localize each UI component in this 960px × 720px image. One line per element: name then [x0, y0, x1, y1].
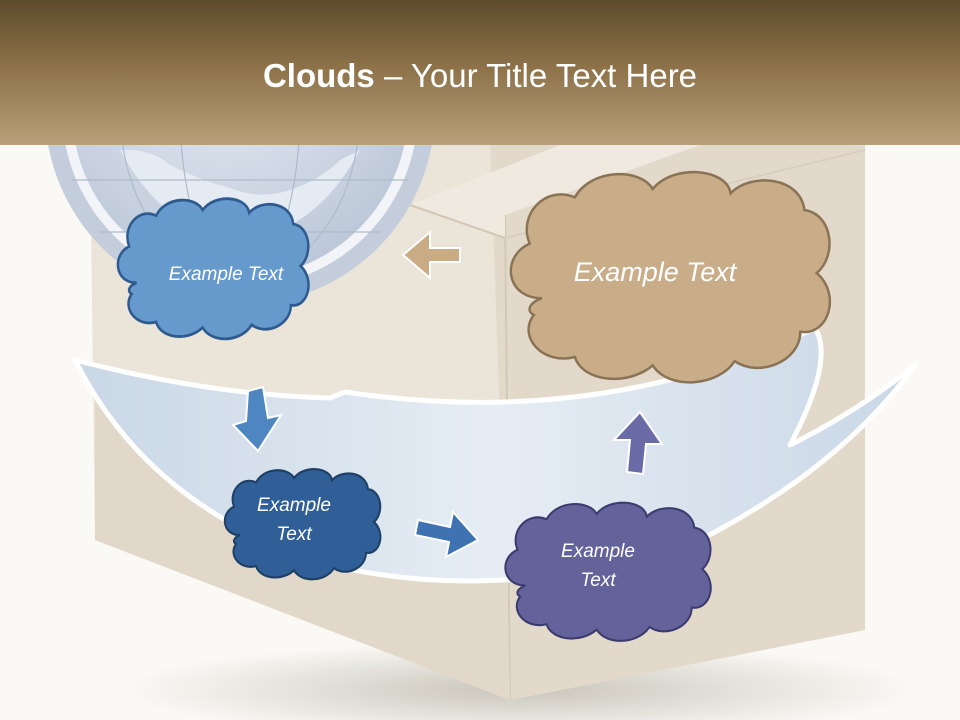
- cloud-light-blue: [116, 197, 310, 341]
- title-bold: Clouds: [262, 57, 375, 94]
- title-rest: – Your Title Text Here: [374, 57, 698, 94]
- arrow-right-icon: [413, 509, 480, 559]
- cloud-purple: [504, 501, 712, 642]
- cloud-purple-text: Example Text: [561, 541, 635, 591]
- arrow-left-icon: [401, 229, 461, 281]
- cloud-dark-blue: [224, 468, 382, 581]
- cloud-light-blue-text: Example Text: [168, 264, 284, 285]
- slide-title: Clouds – Your Title Text Here: [0, 54, 960, 98]
- title-bar: Clouds – Your Title Text Here: [0, 0, 960, 145]
- cloud-tan: [509, 170, 832, 384]
- cloud-dark-blue-text: Example Text: [257, 495, 331, 545]
- arrow-up-icon: [611, 410, 664, 476]
- arrow-down-icon: [231, 385, 284, 453]
- cloud-tan-text: Example Text: [573, 257, 737, 287]
